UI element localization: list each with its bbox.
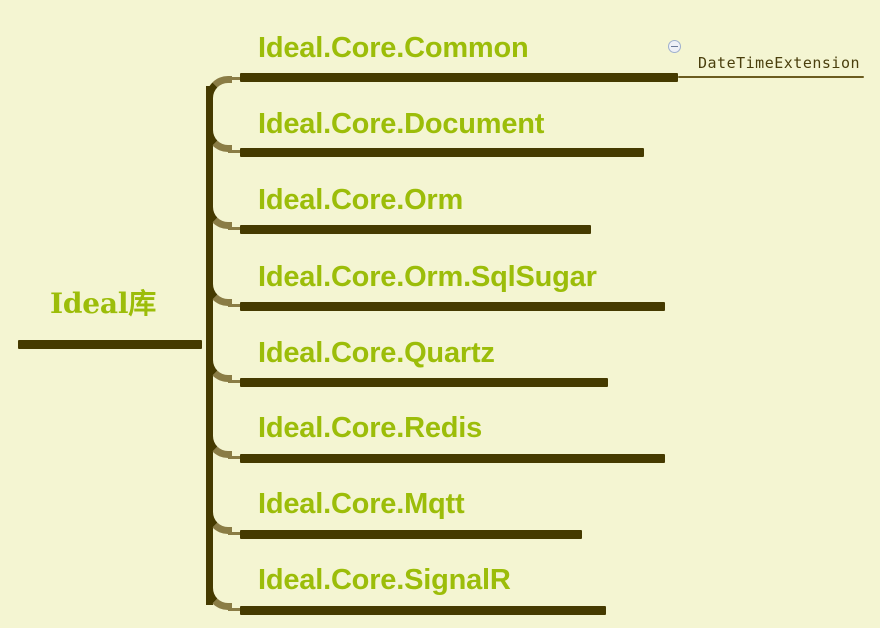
branch-underline-4	[240, 302, 665, 311]
branch-node-1-label: Ideal.Core.Common	[258, 32, 529, 64]
branch-node-3[interactable]: Ideal.Core.Orm	[258, 186, 463, 215]
root-node-label: Ideal库	[50, 287, 157, 320]
branch-stub-5	[228, 380, 250, 383]
branch-node-4[interactable]: Ideal.Core.Orm.SqlSugar	[258, 263, 597, 292]
branch-node-7-label: Ideal.Core.Mqtt	[258, 488, 465, 520]
branch-node-8-label: Ideal.Core.SignalR	[258, 564, 511, 596]
branch-stub-2	[228, 150, 250, 153]
branch-node-3-label: Ideal.Core.Orm	[258, 184, 464, 216]
branch-underline-1	[240, 73, 678, 82]
branch-stub-1	[228, 77, 250, 80]
branch-elbow-3	[206, 203, 232, 229]
branch-node-5[interactable]: Ideal.Core.Quartz	[258, 339, 495, 368]
branch-underline-5	[240, 378, 608, 387]
branch-stub-7	[228, 532, 250, 535]
branch-underline-7	[240, 530, 582, 539]
branch-node-4-label: Ideal.Core.Orm.SqlSugar	[258, 261, 597, 293]
branch-underline-6	[240, 454, 665, 463]
branch-node-6-label: Ideal.Core.Redis	[258, 412, 483, 444]
leaf-connector-1	[678, 76, 864, 78]
branch-elbow-4	[206, 280, 232, 306]
branch-elbow-8	[206, 584, 232, 610]
branch-elbow-7	[206, 508, 232, 534]
branch-node-2[interactable]: Ideal.Core.Document	[258, 110, 544, 139]
root-underline	[18, 340, 202, 349]
branch-node-8[interactable]: Ideal.Core.SignalR	[258, 566, 511, 595]
branch-elbow-1	[206, 76, 232, 102]
branch-underline-3	[240, 225, 591, 234]
leaf-node-1[interactable]: DateTimeExtension	[698, 56, 860, 71]
trunk-line	[206, 86, 213, 605]
branch-stub-6	[228, 456, 250, 459]
branch-elbow-6	[206, 432, 232, 458]
branch-underline-2	[240, 148, 644, 157]
branch-node-1[interactable]: Ideal.Core.Common	[258, 34, 529, 63]
branch-stub-8	[228, 608, 250, 611]
collapse-minus-icon[interactable]	[668, 40, 681, 53]
branch-node-2-label: Ideal.Core.Document	[258, 108, 545, 140]
branch-stub-3	[228, 227, 250, 230]
leaf-node-1-label: DateTimeExtension	[698, 54, 861, 72]
root-node[interactable]: Ideal库	[50, 290, 156, 318]
branch-node-6[interactable]: Ideal.Core.Redis	[258, 414, 482, 443]
branch-elbow-2	[206, 126, 232, 152]
branch-node-7[interactable]: Ideal.Core.Mqtt	[258, 488, 465, 520]
branch-underline-8	[240, 606, 606, 615]
branch-stub-4	[228, 304, 250, 307]
branch-elbow-5	[206, 356, 232, 382]
branch-node-5-label: Ideal.Core.Quartz	[258, 337, 495, 369]
